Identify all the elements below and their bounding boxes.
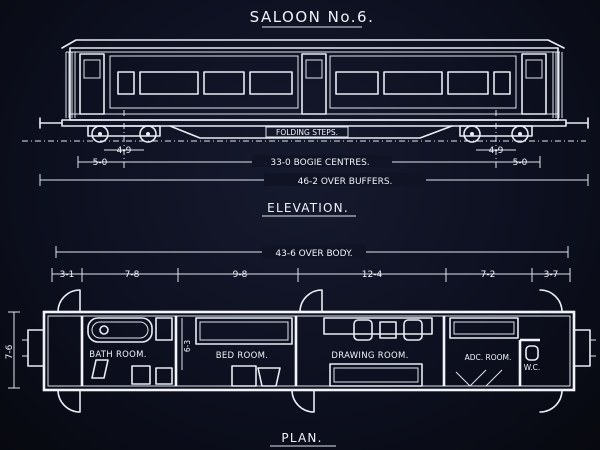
- solebar: [61, 119, 567, 127]
- door-swing-bottom-left: [57, 389, 81, 413]
- wc-label: W.C.: [524, 363, 541, 372]
- dim-left-wheelbase: 4-9: [117, 146, 132, 156]
- adc-floor-hatching: [455, 369, 503, 387]
- bed-room: [195, 317, 293, 387]
- folding-steps-label: FOLDING STEPS.: [276, 128, 338, 137]
- dim-left-overhang: 5-0: [93, 158, 108, 168]
- segment-ticks: [51, 268, 571, 282]
- dim-segment-2: 7-8: [125, 270, 140, 280]
- elevation-view: FOLDING STEPS.: [22, 39, 589, 168]
- drawing-room-label: DRAWING ROOM.: [331, 351, 408, 361]
- door-swing-top-left: [57, 289, 81, 313]
- adc-berth: [449, 317, 519, 339]
- left-door: [79, 53, 105, 115]
- bed-room-label: BED ROOM.: [216, 351, 268, 361]
- bath-room: [87, 317, 173, 385]
- dim-over-body: 43-6 OVER BODY.: [275, 249, 352, 259]
- adc-room: [449, 317, 519, 387]
- folding-steps: [265, 126, 349, 138]
- bed-room-seat: [231, 365, 257, 387]
- left-end-platform: [27, 329, 45, 367]
- right-end-louvres: [552, 52, 563, 118]
- dim-segment-6: 3-7: [544, 270, 559, 280]
- door-swing-bottom-right: [539, 389, 563, 413]
- drawing-room: [323, 317, 433, 387]
- dim-segment-1: 3-1: [60, 270, 75, 280]
- bath-room-label: BATH ROOM.: [89, 350, 147, 360]
- bath-drain: [99, 325, 109, 335]
- plan-view: BATH ROOM. BED ROOM. DRAWING ROOM. ADC. …: [22, 289, 596, 413]
- wc: [525, 345, 539, 361]
- dim-car-width: 7-6: [5, 344, 15, 359]
- left-door-window: [83, 59, 101, 79]
- window-row: [117, 71, 511, 95]
- bed-room-basin: [257, 367, 281, 387]
- bath-stool: [131, 365, 151, 385]
- bath-chair: [155, 367, 173, 385]
- door-swing-bottom-centre: [291, 389, 315, 413]
- car-body: [69, 47, 559, 121]
- dim-segment-3: 9-8: [233, 270, 248, 280]
- dim-bogie-centres: 33-0 BOGIE CENTRES.: [270, 158, 369, 168]
- right-buffer: [565, 117, 589, 129]
- dim-segment-5: 7-2: [481, 270, 496, 280]
- armchair-right: [403, 319, 423, 341]
- right-door: [521, 53, 547, 115]
- bed-berth: [195, 317, 293, 345]
- door-swing-top-centre: [299, 289, 323, 313]
- roof-outline: [61, 39, 565, 49]
- right-panel-frame: [329, 55, 517, 109]
- door-swing-top-right: [539, 289, 563, 313]
- wash-basin: [91, 359, 109, 379]
- centre-door-window: [305, 59, 323, 79]
- dim-segment-4: 12-4: [362, 270, 383, 280]
- dim-right-wheelbase: 4-9: [489, 146, 504, 156]
- bath-cabinet: [155, 317, 173, 341]
- left-end-louvres: [65, 52, 76, 118]
- partitions: [80, 316, 540, 386]
- plan-heading: PLAN.: [281, 431, 322, 445]
- centre-door: [301, 53, 327, 115]
- drawing-room-sofa: [323, 317, 433, 335]
- elevation-heading: ELEVATION.: [267, 201, 349, 215]
- left-panel-frame: [109, 55, 299, 109]
- drawing-room-table: [379, 321, 397, 339]
- bath-tub: [87, 317, 153, 343]
- armchair-left: [353, 319, 373, 341]
- truss-frame: [169, 125, 453, 139]
- plan-dimensions: 43-6 OVER BODY. 3-1 7-8 9-8 12-4 7-2 3-7…: [5, 245, 571, 389]
- drawing-room-settee: [329, 363, 423, 387]
- right-door-window: [525, 59, 543, 79]
- right-end-platform: [573, 329, 591, 367]
- left-buffer: [39, 117, 63, 129]
- adc-room-label: ADC. ROOM.: [465, 353, 512, 362]
- plan-inner-outline: [47, 315, 571, 387]
- dim-right-overhang: 5-0: [513, 158, 528, 168]
- dim-bed-width: 6-3: [183, 340, 192, 352]
- elevation-dimensions: 4-9 4-9 5-0 33-0 BOGIE CENTRES. 5-0 46-2…: [39, 146, 589, 187]
- dim-over-buffers: 46-2 OVER BUFFERS.: [298, 177, 393, 187]
- drawing-title: SALOON No.6.: [250, 8, 375, 26]
- wc-pan: [525, 345, 539, 361]
